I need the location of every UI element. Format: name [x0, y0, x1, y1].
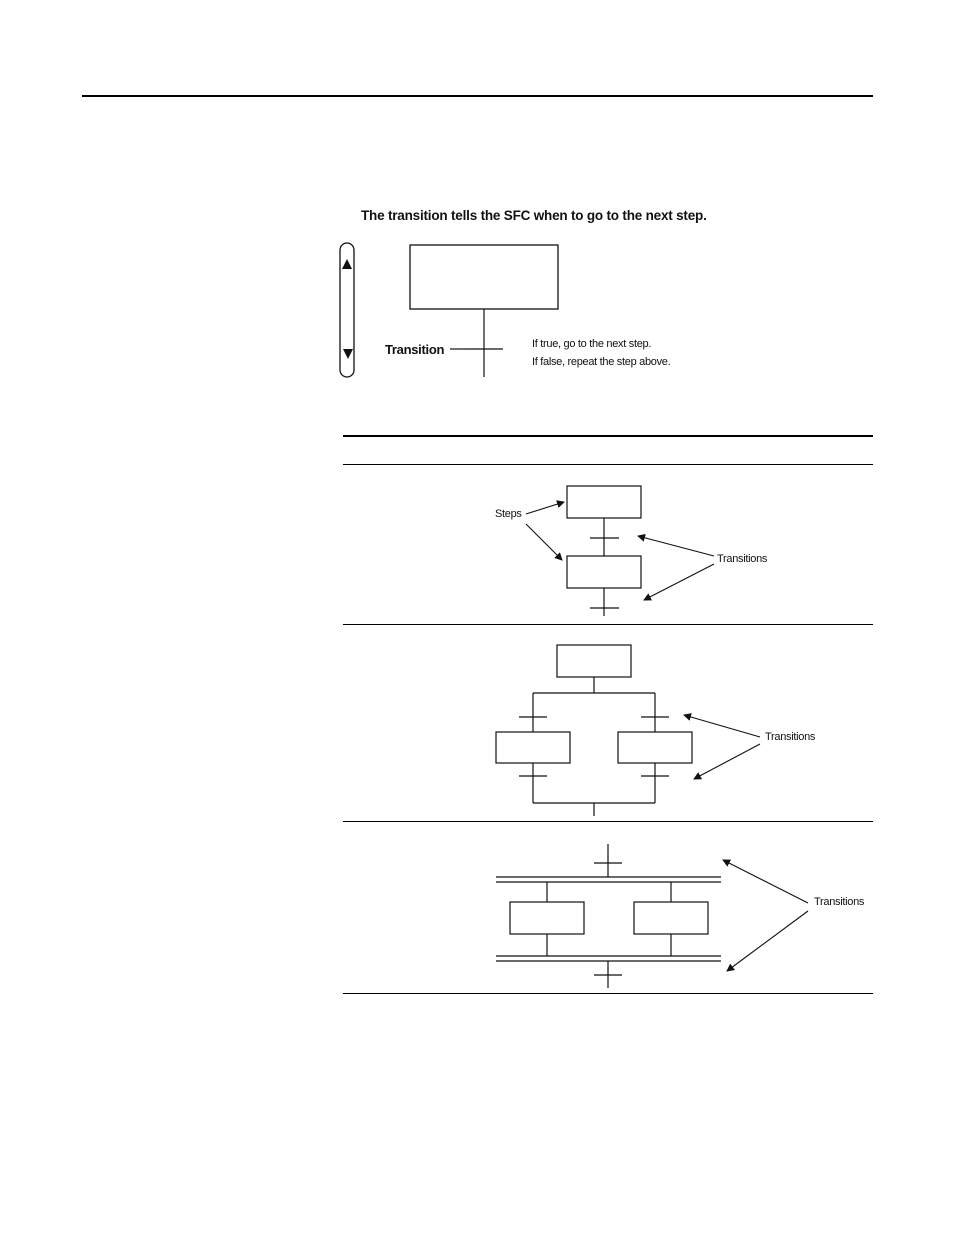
- steps-label: Steps: [495, 508, 522, 520]
- selection-branch-drawing: [480, 636, 830, 818]
- table-top-rule: [343, 435, 873, 437]
- table-header-rule: [343, 464, 873, 465]
- table-bottom-rule: [343, 993, 873, 994]
- loop-down-arrowhead: [343, 349, 353, 359]
- transitions-arrow: [644, 564, 714, 600]
- step-box: [557, 645, 631, 677]
- transitions-label: Transitions: [765, 731, 815, 743]
- selection-branch-diagram: Transitions: [480, 636, 830, 818]
- if-true-note: If true, go to the next step.: [532, 338, 651, 350]
- table-row-divider: [343, 624, 873, 625]
- step-box: [496, 732, 570, 763]
- sequence-diagram-drawing: [480, 476, 780, 621]
- transitions-arrow: [723, 860, 808, 903]
- steps-arrow: [526, 524, 562, 560]
- transitions-label: Transitions: [814, 896, 864, 908]
- step-box: [618, 732, 692, 763]
- figure-caption: The transition tells the SFC when to go …: [361, 208, 707, 223]
- transitions-arrow: [638, 536, 714, 556]
- step-box: [634, 902, 708, 934]
- step-box: [510, 902, 584, 934]
- transitions-arrow: [694, 744, 760, 779]
- sequence-diagram: Steps Transitions: [480, 476, 780, 621]
- transitions-arrow: [727, 911, 808, 971]
- simultaneous-branch-diagram: Transitions: [480, 838, 880, 990]
- transitions-label: Transitions: [717, 553, 767, 565]
- step-box: [410, 245, 558, 309]
- step-box: [567, 556, 641, 588]
- loop-up-arrowhead: [342, 259, 352, 269]
- simultaneous-branch-drawing: [480, 838, 880, 990]
- step-box: [567, 486, 641, 518]
- transitions-arrow: [684, 715, 760, 737]
- table-row-divider: [343, 821, 873, 822]
- steps-arrow: [526, 502, 564, 514]
- transition-label: Transition: [385, 342, 444, 357]
- transition-figure: Transition If true, go to the next step.…: [330, 235, 690, 385]
- page-header-rule: [82, 95, 873, 97]
- if-false-note: If false, repeat the step above.: [532, 356, 670, 368]
